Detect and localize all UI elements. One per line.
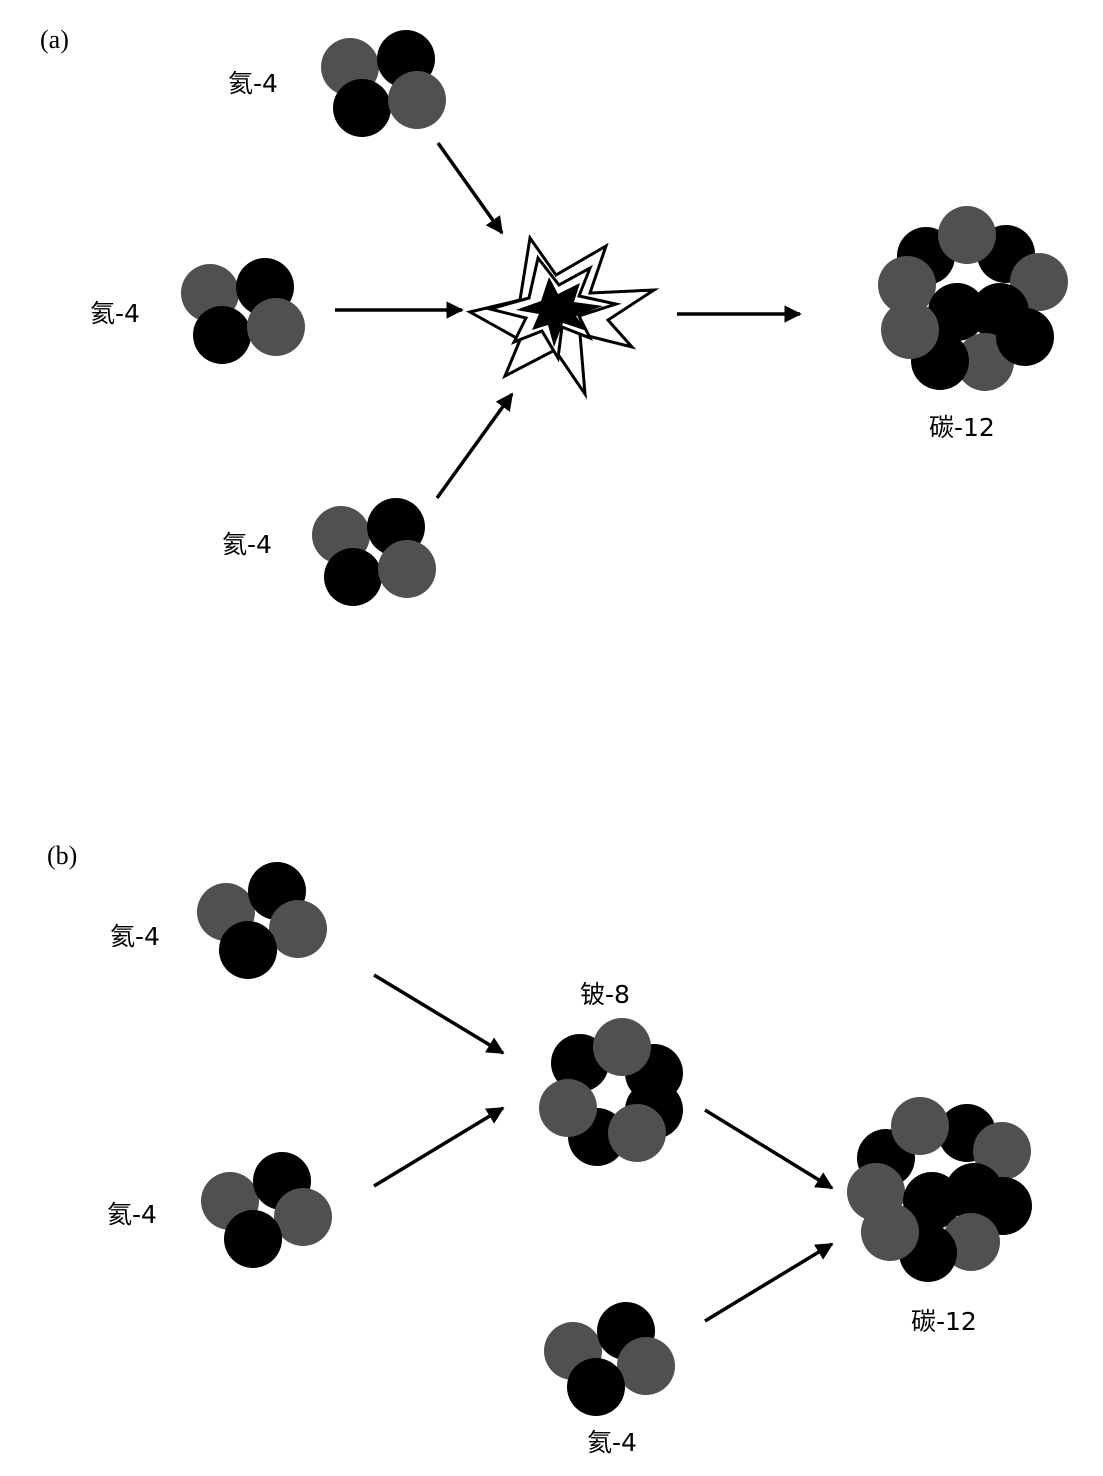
neutron-sphere xyxy=(928,283,986,341)
proton-sphere xyxy=(539,1079,597,1137)
helium-nucleus-b-middle xyxy=(201,1152,332,1268)
helium-label-b-top: 氦-4 xyxy=(110,922,160,951)
panel-b-label: (b) xyxy=(47,841,77,870)
proton-sphere xyxy=(973,1122,1031,1180)
proton-sphere xyxy=(938,206,996,264)
neutron-sphere xyxy=(567,1358,625,1416)
carbon-label-b: 碳-12 xyxy=(911,1307,977,1336)
proton-sphere xyxy=(878,256,936,314)
carbon-label-a: 碳-12 xyxy=(929,413,995,442)
beryllium-nucleus xyxy=(539,1018,683,1166)
proton-sphere xyxy=(388,71,446,129)
helium-nucleus-a-top xyxy=(321,30,446,137)
panel-a: (a) 氦-4 氦-4 氦-4 xyxy=(40,25,1068,606)
proton-sphere xyxy=(247,298,305,356)
explosion-burst-icon xyxy=(465,234,660,400)
helium-nucleus-b-bottom xyxy=(544,1302,675,1416)
helium-label-b-middle: 氦-4 xyxy=(107,1200,157,1229)
proton-sphere xyxy=(593,1018,651,1076)
helium-label-b-bottom: 氦-4 xyxy=(587,1428,637,1457)
neutron-sphere xyxy=(224,1210,282,1268)
proton-sphere xyxy=(861,1203,919,1261)
arrow-beryllium-to-carbon xyxy=(704,1108,834,1190)
proton-sphere xyxy=(378,540,436,598)
neutron-sphere xyxy=(324,548,382,606)
proton-sphere xyxy=(881,301,939,359)
arrow-helium-bottom-to-carbon xyxy=(704,1242,834,1323)
panel-b: (b) 氦-4 氦-4 铍-8 xyxy=(47,841,1032,1457)
arrow-helium-top-to-beryllium xyxy=(373,973,505,1055)
neutron-sphere xyxy=(193,306,251,364)
proton-sphere xyxy=(269,900,327,958)
neutron-sphere xyxy=(333,79,391,137)
arrow-helium-middle-to-beryllium xyxy=(373,1106,505,1188)
carbon-nucleus-a xyxy=(878,206,1068,391)
helium-label-a-middle: 氦-4 xyxy=(90,299,140,328)
proton-sphere xyxy=(617,1337,675,1395)
neutron-sphere xyxy=(219,921,277,979)
helium-label-a-top: 氦-4 xyxy=(228,69,278,98)
carbon-nucleus-b xyxy=(847,1097,1032,1282)
helium-label-a-bottom: 氦-4 xyxy=(222,530,272,559)
helium-nucleus-a-middle xyxy=(181,258,305,364)
neutron-sphere xyxy=(996,308,1054,366)
helium-nucleus-a-bottom xyxy=(312,498,436,606)
helium-nucleus-b-top xyxy=(197,862,327,979)
arrow-bottom-to-collision xyxy=(435,392,514,500)
proton-sphere xyxy=(274,1188,332,1246)
beryllium-label: 铍-8 xyxy=(580,980,630,1009)
panel-a-label: (a) xyxy=(40,25,69,54)
proton-sphere xyxy=(891,1097,949,1155)
proton-sphere xyxy=(608,1104,666,1162)
arrow-top-to-collision xyxy=(436,141,504,235)
